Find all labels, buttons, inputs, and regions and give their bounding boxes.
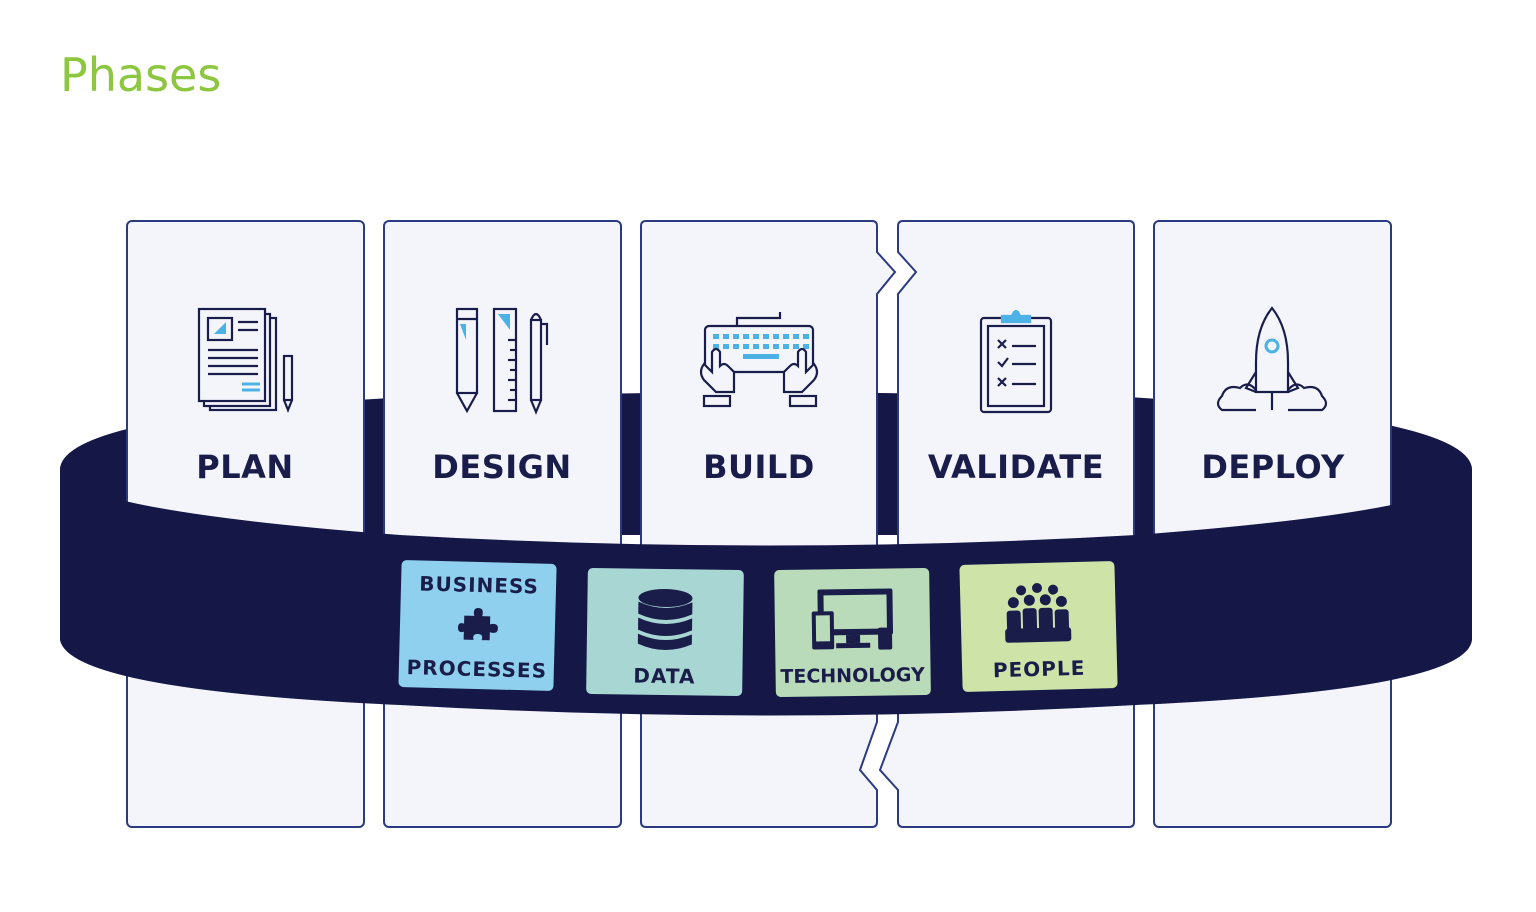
database-icon [637,588,693,650]
phase-label-design: DESIGN [432,448,571,486]
phase-label-deploy: DEPLOY [1201,448,1345,486]
rocket-icon [1216,306,1328,412]
document-pencil-icon [197,307,294,413]
puzzle-piece-icon [457,608,498,641]
keyboard-hands-icon [699,312,819,408]
phase-label-plan: PLAN [196,448,293,486]
pillar-label-technology: TECHNOLOGY [780,664,925,688]
phase-panels [126,220,1392,828]
pillar-tile-people [959,561,1118,692]
pillar-label-business: BUSINESS [419,571,539,598]
people-group-icon [1005,583,1072,643]
phase-label-validate: VALIDATE [928,448,1104,486]
page-title: Phases [60,48,222,102]
pillar-label-people: PEOPLE [993,656,1086,682]
pillar-data: DATA [586,567,744,697]
pillar-technology: TECHNOLOGY [774,567,931,697]
phase-label-build: BUILD [703,448,815,486]
clipboard-checklist-icon [979,309,1053,414]
devices-icon [811,588,894,650]
pillar-label-data: DATA [633,664,695,689]
phase-panel-design [383,220,622,828]
phase-panel-build [640,220,897,828]
pillar-people: PEOPLE [959,561,1118,692]
pillar-label-processes: PROCESSES [406,655,547,683]
phase-panel-validate [878,220,1135,828]
pencil-ruler-pen-icon [455,307,549,415]
pillar-business-processes: BUSINESS PROCESSES [398,560,557,691]
